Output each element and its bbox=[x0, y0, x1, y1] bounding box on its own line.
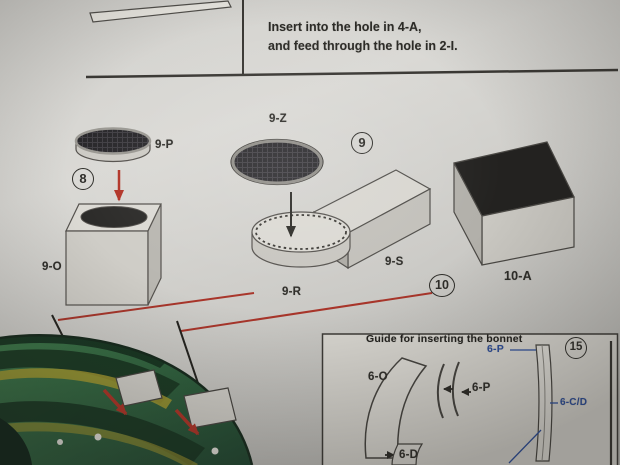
bottom-piece-partial bbox=[391, 443, 424, 465]
step9-mesh-9z bbox=[230, 138, 324, 186]
label-9o: 9-O bbox=[42, 261, 62, 273]
guide-title: Guide for inserting the bonnet bbox=[366, 333, 523, 345]
box-left-face bbox=[453, 162, 483, 266]
car-red-arrow-1 bbox=[102, 388, 128, 416]
label-6p-mid: 6-P bbox=[472, 382, 491, 394]
label-9z: 9-Z bbox=[269, 113, 287, 125]
car-outline bbox=[0, 334, 254, 465]
stripe-dark-top bbox=[0, 335, 168, 368]
label-6cd: 6-C/D bbox=[560, 397, 588, 408]
stripe-yellow-2 bbox=[0, 422, 198, 465]
step8-box-9o bbox=[65, 203, 162, 306]
vertical-strip-centerline bbox=[541, 344, 546, 462]
label-9r: 9-R bbox=[282, 286, 302, 298]
box-10a bbox=[453, 141, 575, 266]
inserted-disc bbox=[80, 206, 148, 228]
label-6o: 6-O bbox=[368, 371, 388, 383]
box-right-face bbox=[147, 203, 162, 306]
step-15-badge: 15 bbox=[565, 337, 587, 359]
stripe-dark-1 bbox=[0, 349, 180, 404]
step-9-badge: 9 bbox=[351, 132, 373, 154]
step-8-badge: 8 bbox=[72, 168, 94, 190]
label-9p: 9-P bbox=[155, 139, 174, 151]
blue-callout-diagonal bbox=[508, 429, 542, 464]
instruction-text: Insert into the hole in 4-A, and feed th… bbox=[268, 18, 458, 56]
label-6d: 6-D bbox=[399, 449, 419, 461]
top-rule-lines bbox=[85, 0, 619, 79]
bonnet-band-piece bbox=[364, 357, 428, 459]
instruction-line-1: Insert into the hole in 4-A, bbox=[268, 20, 422, 34]
vertical-strip-piece bbox=[535, 344, 553, 462]
car-red-arrow-2 bbox=[174, 408, 200, 436]
stripe-dark-2 bbox=[0, 401, 205, 465]
small-curve-piece-2 bbox=[451, 361, 460, 417]
small-curve-piece-1 bbox=[436, 363, 445, 419]
cylinder-top bbox=[251, 211, 351, 253]
insert-slot-1 bbox=[115, 369, 163, 407]
step8-disc-9p bbox=[74, 127, 152, 163]
disc-mesh-top bbox=[74, 127, 152, 155]
hole-dot-3 bbox=[211, 447, 219, 455]
red-leader-1 bbox=[180, 292, 433, 332]
corner-shadow bbox=[0, 418, 32, 465]
insert-slot-2 bbox=[183, 387, 237, 429]
step9-cylinder-9r bbox=[251, 211, 351, 268]
dark-rod-2 bbox=[176, 320, 202, 393]
car-body bbox=[0, 334, 254, 465]
box-front-face bbox=[65, 230, 149, 306]
paper-strip bbox=[89, 0, 232, 23]
hole-dot-1 bbox=[57, 439, 63, 445]
label-10a: 10-A bbox=[504, 269, 532, 283]
label-9s: 9-S bbox=[385, 256, 404, 268]
hole-dot-2 bbox=[94, 433, 102, 441]
horizontal-rule bbox=[85, 68, 619, 79]
instruction-line-2: and feed through the hole in 2-I. bbox=[268, 39, 458, 53]
perforation-ring bbox=[255, 214, 347, 250]
label-6p-top: 6-P bbox=[487, 343, 504, 355]
step-10-badge: 10 bbox=[429, 274, 455, 297]
mesh-disc bbox=[231, 139, 323, 185]
car-stripes bbox=[0, 335, 205, 465]
red-leader-2 bbox=[57, 292, 255, 321]
